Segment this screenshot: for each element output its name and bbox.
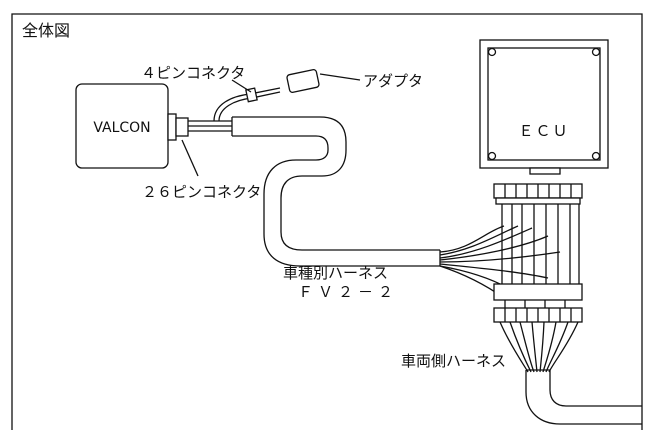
connector-wires	[188, 120, 232, 132]
pin26-connector-leader	[181, 139, 199, 177]
vehicle-connector-block	[493, 307, 583, 323]
valcon-unit: VALCON	[75, 83, 189, 169]
pin4-connector-leader	[231, 79, 252, 93]
vehicle-harness-sleeve	[231, 116, 441, 267]
ecu-unit: ＥＣＵ	[479, 39, 609, 175]
adapter-body	[286, 68, 320, 94]
vehicle-harness-label: 車種別ハーネス	[283, 264, 388, 282]
valcon-label: VALCON	[93, 120, 150, 136]
vehicle-harness-code-label: ＦＶ２－２	[298, 283, 398, 301]
mid-wires	[504, 300, 566, 308]
connector-bridge-wires	[501, 204, 580, 284]
ecu-connector-block	[493, 183, 583, 205]
diagram-frame	[11, 13, 643, 430]
pin4-connector	[245, 87, 258, 103]
vehicle-side-harness-sleeve	[525, 369, 642, 425]
vehicle-side-harness-label: 車両側ハーネス	[401, 352, 506, 370]
diagram-title: 全体図	[22, 21, 70, 40]
adapter-label: アダプタ	[363, 72, 423, 90]
ecu-label: ＥＣＵ	[518, 122, 569, 140]
pin26-connector-label: ２６ピンコネクタ	[142, 183, 261, 201]
adapter-leader	[319, 73, 361, 81]
mid-connector-block	[493, 283, 583, 301]
pin4-connector-label: ４ピンコネクタ	[141, 64, 245, 82]
vehicle-side-wires	[499, 321, 579, 373]
